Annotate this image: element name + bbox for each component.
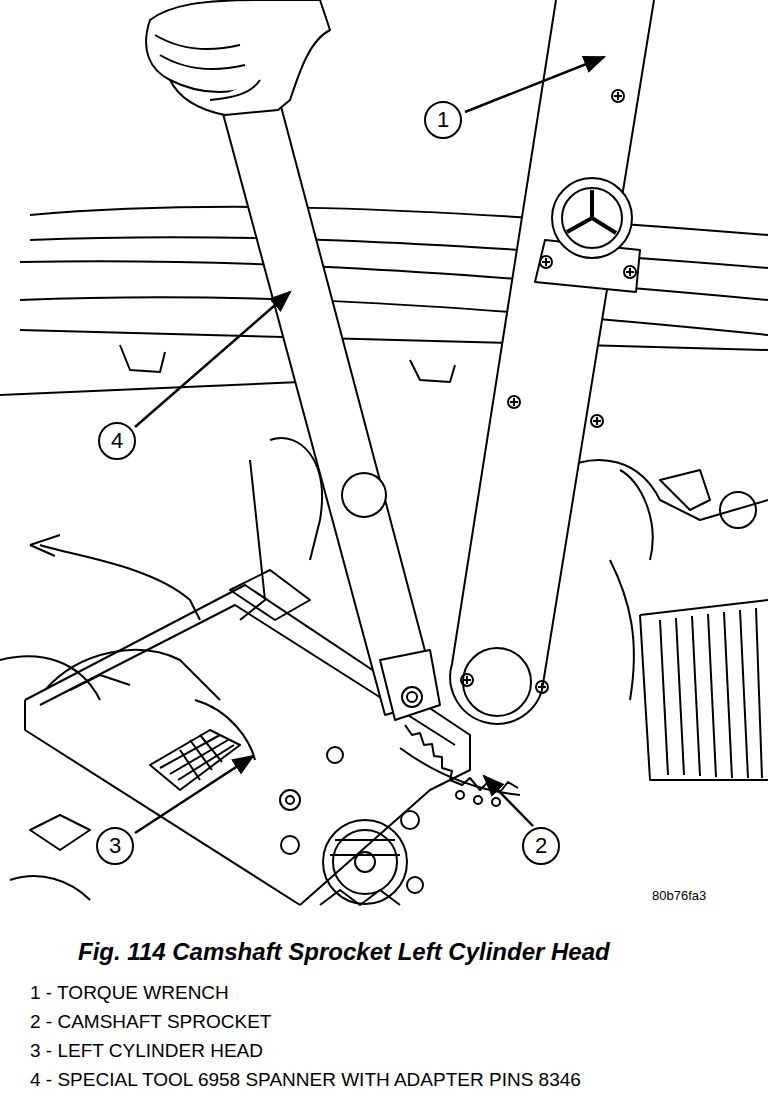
figure-caption: Fig. 114 Camshaft Sprocket Left Cylinder… <box>78 938 610 966</box>
leader-arrows <box>135 57 604 833</box>
callout-circle: 2 <box>522 827 560 865</box>
key-line: 3 - LEFT CYLINDER HEAD <box>30 1040 263 1062</box>
key-line: 1 - TORQUE WRENCH <box>30 982 229 1004</box>
callout-circle: 1 <box>424 101 462 139</box>
callout-number: 4 <box>111 428 123 454</box>
key-line: 2 - CAMSHAFT SPROCKET <box>30 1011 271 1033</box>
callout-number: 2 <box>535 833 547 859</box>
radiator <box>640 600 768 780</box>
camshaft-seal <box>320 820 407 905</box>
callout-circle: 3 <box>96 827 134 865</box>
callout-number: 3 <box>109 833 121 859</box>
key-line: 4 - SPECIAL TOOL 6958 SPANNER WITH ADAPT… <box>30 1069 581 1091</box>
callout-circle: 4 <box>98 422 136 460</box>
screws <box>461 90 636 693</box>
figure-id: 80b76fa3 <box>652 888 706 903</box>
torque-wrench <box>450 0 654 724</box>
callout-number: 1 <box>437 107 449 133</box>
hand <box>146 0 330 115</box>
spanner-tool <box>222 95 440 720</box>
